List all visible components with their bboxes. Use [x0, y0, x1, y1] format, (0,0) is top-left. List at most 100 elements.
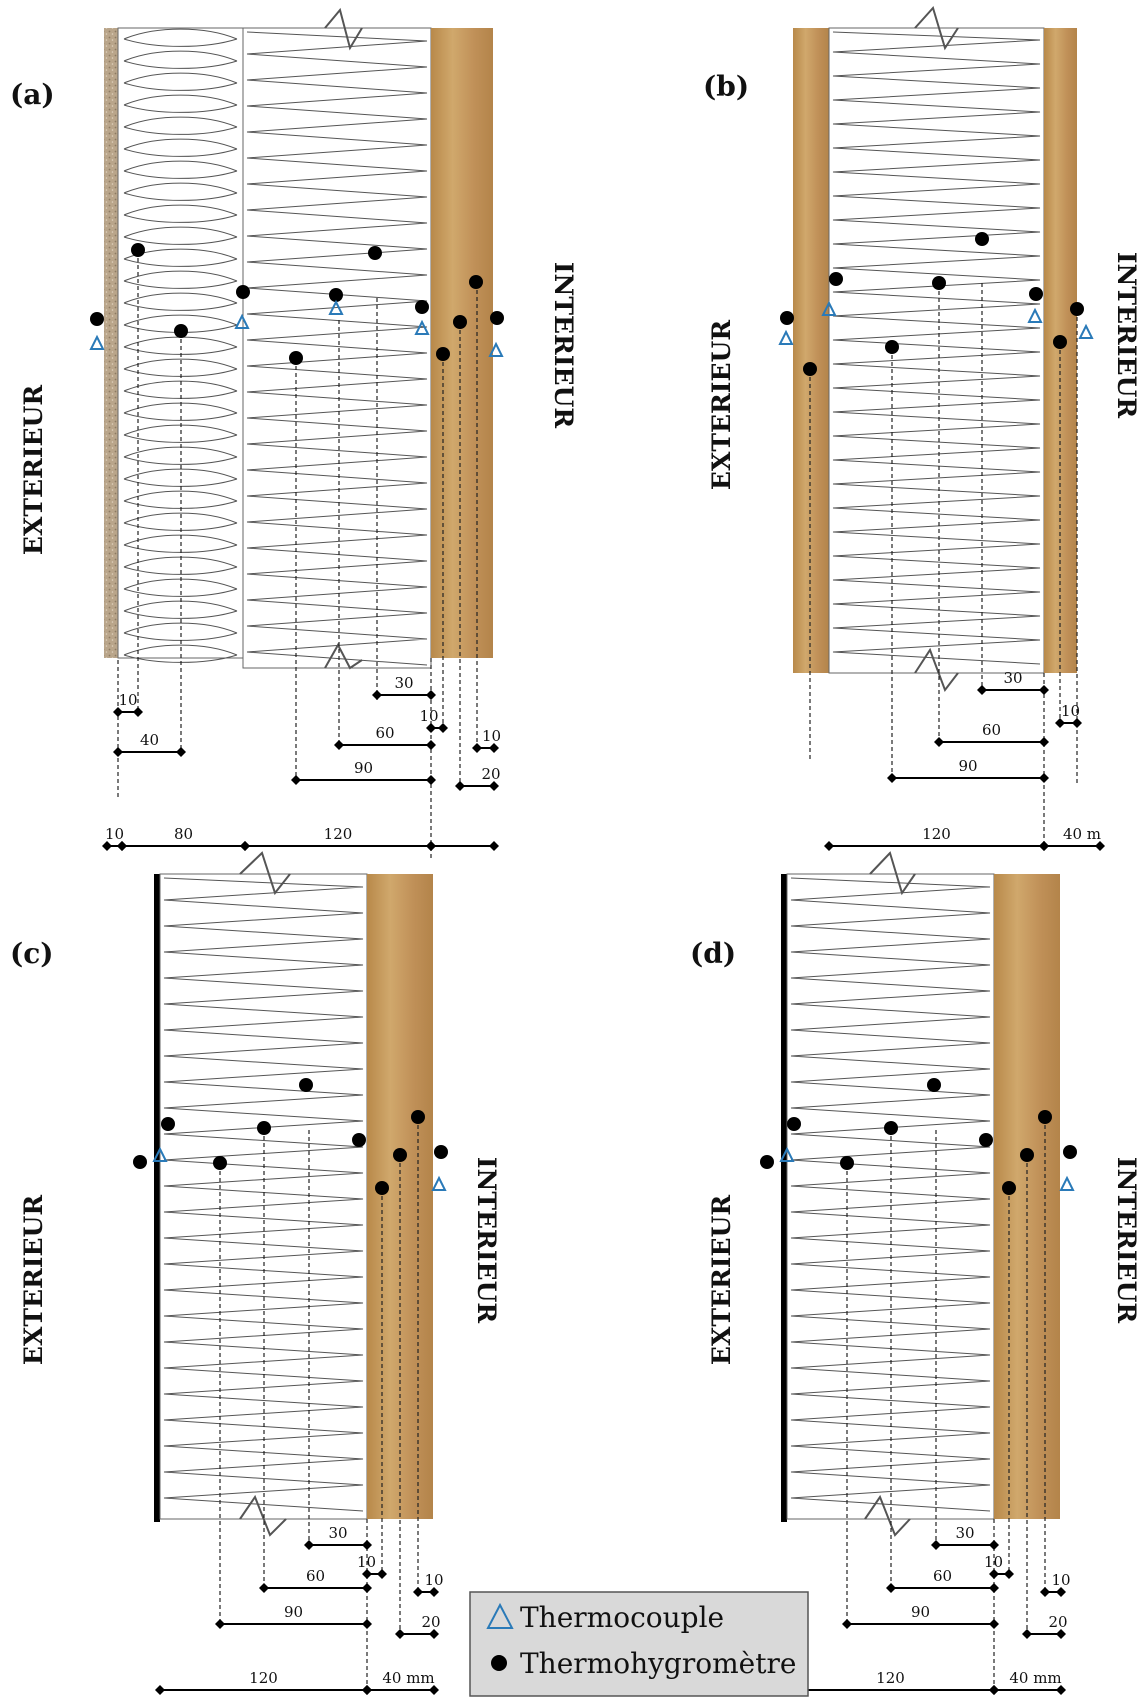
membrane-layer [781, 874, 787, 1522]
legend-thermohygrometre-label: Thermohygromètre [520, 1647, 796, 1680]
dimension-label: 30 [1003, 669, 1022, 687]
dimension-label: 120 [876, 1669, 905, 1687]
thermohygrometer [161, 1117, 175, 1131]
dimension-arrow [842, 1619, 852, 1629]
membrane-layer [154, 874, 160, 1522]
dimension-arrow [1004, 1569, 1014, 1579]
dim-c-10-wood: 10 [357, 1553, 387, 1579]
thermohygrometer [1053, 335, 1067, 349]
panel-d: (d) EXTERIEUR INTERIEUR [690, 851, 1141, 1690]
dimension-label: 20 [1048, 1613, 1067, 1631]
thermohygrometer-legend-icon [491, 1655, 507, 1671]
dimension-label: 10 [482, 727, 501, 745]
thermocouple-icon [431, 1175, 447, 1191]
dim-d-20: 20 [1022, 1613, 1068, 1639]
dimension-arrow [489, 743, 499, 753]
thermohygrometer [90, 312, 104, 326]
thermohygrometer [780, 311, 794, 325]
legend-box [469, 1591, 809, 1697]
dimension-label: 10 [105, 825, 124, 843]
dimension-arrow [989, 1583, 999, 1593]
dim-b-90: 90 [887, 757, 1049, 783]
dimension-arrow [931, 1540, 941, 1550]
dim-a-40: 40 [113, 731, 186, 757]
exterieur-label-d: EXTERIEUR [707, 1195, 736, 1365]
thermohygrometer [375, 1181, 389, 1195]
dim-c-90: 90 [215, 1603, 372, 1629]
insulation-layer [786, 873, 995, 1520]
interieur-label-d: INTERIEUR [1112, 1157, 1141, 1324]
dimension-arrow [426, 841, 436, 851]
dim-d-10-wood: 10 [984, 1553, 1014, 1579]
thermohygrometer [393, 1148, 407, 1162]
dimension-arrow [455, 781, 465, 791]
dimension-label: 10 [419, 707, 438, 725]
thermohygrometer [1029, 287, 1043, 301]
dim-a-60: 60 [334, 724, 436, 750]
thermocouple-icon [778, 329, 794, 345]
dimension-arrow [240, 841, 250, 851]
dimension-label: 10 [357, 1553, 376, 1571]
dimension-label: 80 [174, 825, 193, 843]
thermohygrometer [760, 1155, 774, 1169]
thermohygrometer [329, 288, 343, 302]
interieur-label-a: INTERIEUR [549, 262, 578, 429]
dimension-arrow [472, 743, 482, 753]
dimension-arrow [395, 1629, 405, 1639]
thermohygrometer [1038, 1110, 1052, 1124]
dimension-arrow [1055, 718, 1065, 728]
dim-a-30: 30 [372, 674, 436, 700]
dimension-arrow [426, 723, 436, 733]
dim-c-10-right: 10 [413, 1571, 444, 1597]
exterieur-label-a: EXTERIEUR [19, 385, 48, 555]
break-mark [869, 851, 916, 896]
thermohygrometer [469, 275, 483, 289]
break-mark [864, 1494, 911, 1537]
thermohygrometer [131, 243, 145, 257]
dim-c-total-120: 120 [155, 1669, 372, 1695]
thermohygrometer [975, 232, 989, 246]
dimension-label: 60 [375, 724, 394, 742]
dimension-arrow [934, 737, 944, 747]
dimension-arrow [377, 1569, 387, 1579]
break-mark [239, 1494, 287, 1537]
thermohygrometer [213, 1156, 227, 1170]
thermohygrometer [885, 340, 899, 354]
dimension-arrow [1040, 1587, 1050, 1597]
dimension-arrow [133, 707, 143, 717]
dimension-label: 60 [306, 1567, 325, 1585]
dimension-arrow [1039, 737, 1049, 747]
thermohygrometer [490, 311, 504, 325]
thermohygrometer [1070, 302, 1084, 316]
dimension-arrow [1056, 1685, 1066, 1695]
dimension-arrow [362, 1619, 372, 1629]
dim-c-20: 20 [395, 1613, 441, 1639]
dimension-arrow [362, 1583, 372, 1593]
insulation-layer [159, 873, 368, 1520]
dimension-arrow [362, 1685, 372, 1695]
panel-a: (a) EXTERIEUR INTERIEUR [10, 7, 578, 860]
interieur-label-c: INTERIEUR [472, 1157, 501, 1324]
dimension-arrow [155, 1685, 165, 1695]
dimension-arrow [429, 1587, 439, 1597]
thermohygrometer [411, 1110, 425, 1124]
dimension-arrow [886, 1583, 896, 1593]
dimension-arrow [989, 1540, 999, 1550]
dim-b-total-40: 40 m [1039, 825, 1105, 851]
panel-d-label: (d) [690, 937, 736, 970]
dimension-label: 40 mm [1009, 1669, 1061, 1687]
dimension-label: 120 [922, 825, 951, 843]
dimension-arrow [1039, 773, 1049, 783]
dimension-label: 10 [1061, 702, 1080, 720]
dimension-arrow [215, 1619, 225, 1629]
thermocouple-icon [821, 300, 837, 316]
thermocouple-icon [488, 341, 504, 357]
leader-lines [219, 1125, 419, 1690]
thermohygrometer [174, 324, 188, 338]
dimension-label: 60 [982, 721, 1001, 739]
thermohygrometer [236, 285, 250, 299]
thermohygrometer [415, 300, 429, 314]
thermohygrometer [257, 1121, 271, 1135]
dim-c-60: 60 [259, 1567, 372, 1593]
